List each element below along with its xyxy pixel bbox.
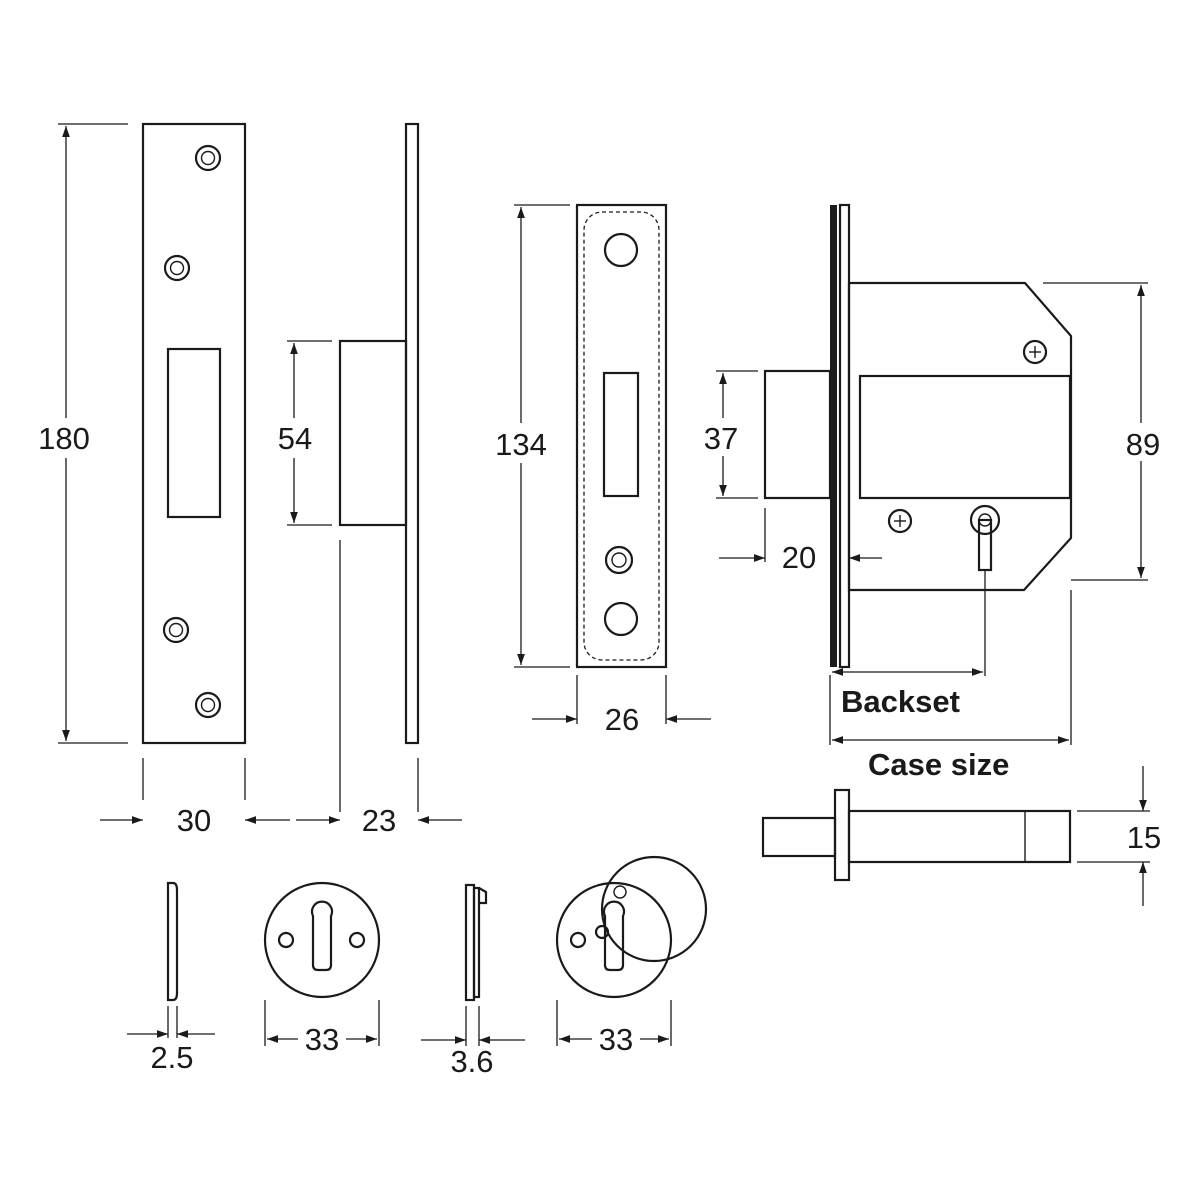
case-size-label: Case size [868,747,1009,782]
dimension-forend-width: 30 [100,758,290,838]
screw-hole-icon [604,545,634,575]
dimension-case-size: Case size [832,590,1072,782]
screw-hole-icon [162,616,190,644]
covered-escutcheon-diameter-value: 33 [599,1022,633,1057]
plate-thickness-value: 2.5 [150,1040,193,1075]
case-height-value: 89 [1126,427,1160,462]
screw-hole-icon [569,931,587,949]
dimension-keep-height: 134 [488,204,570,668]
backset-label: Backset [841,684,960,719]
screw-hole-icon [603,232,639,268]
dimension-bolt-projection: 23 [296,540,462,838]
dimension-faceplate-gap: 20 [719,508,882,575]
keep-height-value: 134 [495,427,547,462]
covered-escutcheon-side-view [464,883,488,1002]
keep-plate [575,203,668,669]
bolt-plan-view [761,788,1072,882]
faceplate-gap-value: 20 [782,540,816,575]
escutcheon-front-view [263,881,381,999]
forend-width-value: 30 [177,803,211,838]
bolt-height-value: 54 [278,421,312,456]
dimension-case-height: 89 [1043,282,1166,581]
dimension-covered-escutcheon-diameter: 33 [556,1000,672,1057]
screw-hole-icon [348,931,366,949]
screw-hole-icon [163,254,191,282]
escutcheon-side-view [166,881,179,1002]
dimension-case-bolt-height: 37 [700,370,758,499]
dimension-bolt-thickness: 15 [1077,766,1161,906]
dimension-keep-width: 26 [532,675,711,737]
keyhole-icon [969,504,1001,572]
screw-hole-icon [277,931,295,949]
dimension-backset: Backset [829,570,986,745]
cross-head-screw-icon [1022,339,1048,365]
dimension-covered-escutcheon-thickness: 3.6 [421,1006,525,1079]
escutcheon-diameter-value: 33 [305,1022,339,1057]
dimension-forend-height: 180 [28,123,128,744]
dimension-plate-thickness: 2.5 [127,1006,215,1075]
bolt-thickness-value: 15 [1127,820,1161,855]
dimension-escutcheon-diameter: 33 [264,1000,380,1057]
covered-escutcheon-front-view [555,855,708,999]
lock-case-body [763,203,1073,669]
screw-hole-icon [194,144,222,172]
cross-head-screw-icon [887,508,913,534]
side-view-plate-and-bolt [338,122,420,745]
screw-hole-icon [194,691,222,719]
dimension-bolt-height: 54 [272,340,332,526]
screw-hole-icon [603,601,639,637]
forend-plate [141,122,247,745]
covered-escutcheon-thickness-value: 3.6 [450,1044,493,1079]
keep-width-value: 26 [605,702,639,737]
bolt-projection-value: 23 [362,803,396,838]
case-bolt-height-value: 37 [704,421,738,456]
forend-height-value: 180 [38,421,90,456]
